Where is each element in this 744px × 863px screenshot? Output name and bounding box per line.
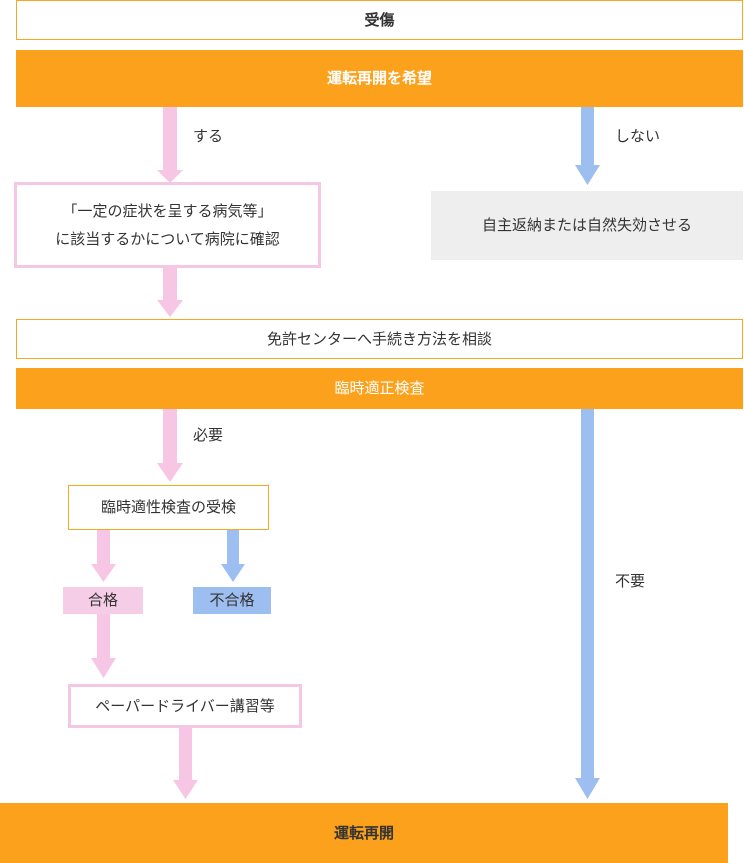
node-wish-resume: 運転再開を希望 — [16, 50, 743, 107]
arrow-pass-to-paper-driver — [91, 614, 116, 678]
node-resume-driving: 運転再開 — [0, 803, 728, 863]
arrow-test-to-fail — [221, 530, 245, 582]
node-consult-hospital: 「一定の症状を呈する病気等」 に該当するかについて病院に確認 — [14, 182, 321, 268]
node-paper-driver-label: ペーパードライバー講習等 — [95, 696, 275, 715]
edge-label-required: 必要 — [193, 426, 224, 444]
node-fail-label: 不合格 — [209, 591, 255, 610]
node-consult-license-center: 免許センターへ手続き方法を相談 — [16, 319, 743, 359]
node-injury: 受傷 — [16, 0, 743, 40]
node-temporary-test-label: 臨時適正検査 — [334, 379, 425, 398]
node-pass: 合格 — [63, 587, 143, 614]
node-take-test-label: 臨時適性検査の受検 — [100, 498, 236, 517]
node-wish-resume-label: 運転再開を希望 — [326, 69, 432, 88]
node-consult-license-center-label: 免許センターへ手続き方法を相談 — [266, 329, 492, 348]
node-voluntary-return: 自主返納または自然失効させる — [431, 191, 743, 260]
arrow-no-wish-to-return — [575, 107, 600, 185]
arrow-consult-hospital-to-license-center — [157, 268, 183, 317]
node-temporary-test: 臨時適正検査 — [16, 368, 743, 409]
arrow-test-required — [157, 409, 183, 482]
node-fail: 不合格 — [193, 587, 271, 614]
edge-label-no: しない — [615, 127, 661, 145]
arrow-wish-to-consult-hospital — [157, 107, 183, 183]
arrow-paper-driver-to-resume — [173, 728, 198, 799]
node-injury-label: 受傷 — [364, 10, 395, 29]
node-consult-hospital-line2: に該当するかについて病院に確認 — [55, 230, 280, 248]
node-voluntary-return-label: 自主返納または自然失効させる — [481, 216, 692, 235]
arrow-test-not-required — [575, 409, 600, 799]
node-pass-label: 合格 — [87, 591, 118, 610]
node-take-test: 臨時適性検査の受検 — [68, 485, 269, 530]
edge-label-not-required: 不要 — [615, 572, 646, 590]
node-paper-driver: ペーパードライバー講習等 — [68, 684, 302, 728]
arrow-test-to-pass — [91, 530, 116, 582]
node-resume-driving-label: 運転再開 — [333, 823, 394, 842]
edge-label-yes: する — [193, 127, 224, 145]
node-consult-hospital-line1: 「一定の症状を呈する病気等」 — [62, 201, 273, 220]
